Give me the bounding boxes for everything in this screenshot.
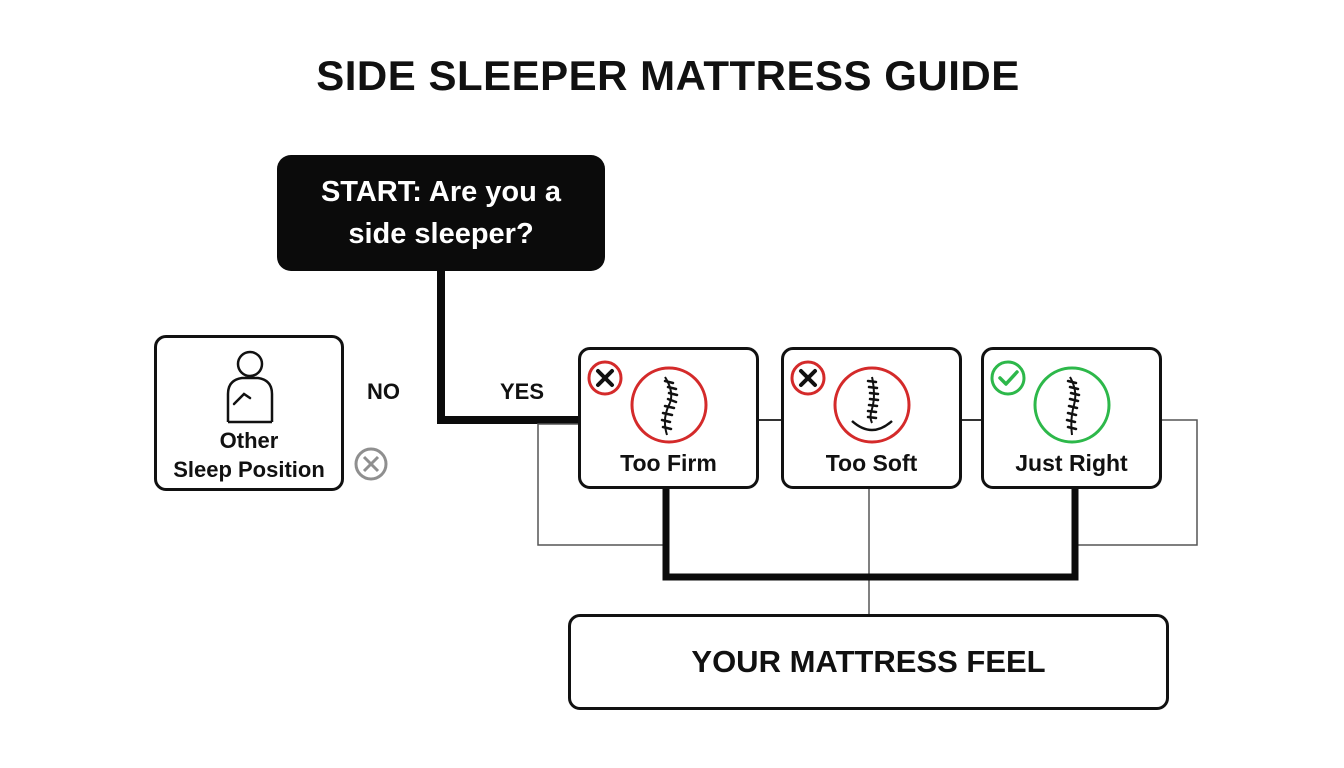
too-firm-label: Too Firm (581, 450, 756, 477)
just-right-box: Just Right (981, 347, 1162, 489)
result-label: YOUR MATTRESS FEEL (691, 644, 1045, 680)
other-label-line1: Other (157, 426, 341, 455)
person-icon (220, 346, 280, 424)
other-label-line2: Sleep Position (157, 455, 341, 484)
spine-icon (1032, 365, 1112, 445)
other-sleep-position-label: Other Sleep Position (157, 426, 341, 484)
start-question-text: START: Are you a side sleeper? (301, 171, 581, 255)
spine-icon (629, 365, 709, 445)
yes-branch-label: YES (500, 379, 544, 405)
other-sleep-position-box: Other Sleep Position (154, 335, 344, 491)
too-soft-label: Too Soft (784, 450, 959, 477)
start-question-box: START: Are you a side sleeper? (277, 155, 605, 271)
x-icon (790, 360, 826, 396)
spine-sag-icon (832, 365, 912, 445)
too-firm-box: Too Firm (578, 347, 759, 489)
x-icon (587, 360, 623, 396)
result-bracket (666, 488, 1075, 577)
no-branch-label: NO (367, 379, 400, 405)
just-right-label: Just Right (984, 450, 1159, 477)
result-box: YOUR MATTRESS FEEL (568, 614, 1169, 710)
circle-x-icon (353, 446, 389, 482)
too-soft-box: Too Soft (781, 347, 962, 489)
check-icon (990, 360, 1026, 396)
